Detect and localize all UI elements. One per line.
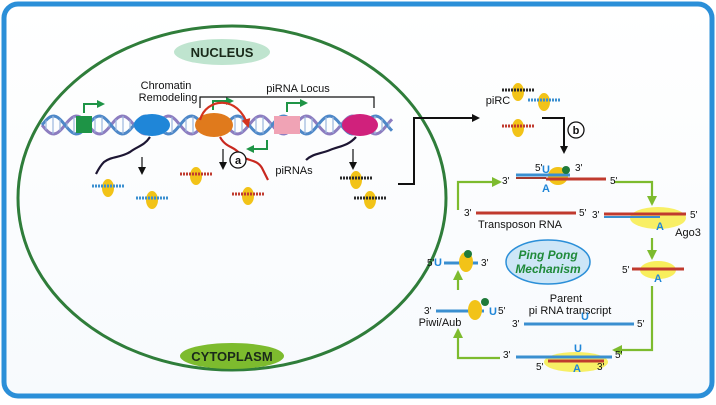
parent-label-1: Parent xyxy=(550,293,582,305)
step-b-badge: b xyxy=(567,121,585,139)
piwi-u: U xyxy=(489,306,497,318)
chromatin-protein-magenta xyxy=(342,114,378,136)
pirna-complex-blue-1 xyxy=(92,179,124,197)
chromatin-protein-blue xyxy=(134,114,170,136)
transcript-dark-2 xyxy=(305,136,357,161)
promoter-arrow-1 xyxy=(83,100,105,113)
chromatin-label-1: Chromatin xyxy=(141,80,192,92)
loaded-5prime: 5' xyxy=(427,258,435,269)
piwi-5prime: 5' xyxy=(498,306,506,317)
ago3-complex: 3' 5' A Ago3 xyxy=(592,207,701,239)
step-b-arrow xyxy=(542,117,568,154)
top-duplex-3prime-top: 3' xyxy=(575,163,583,174)
ping-pong-line1: Ping Pong xyxy=(518,248,578,262)
top-duplex-u: U xyxy=(542,164,550,176)
top-duplex-5prime-right: 5' xyxy=(610,176,618,187)
pirna-locus-label: piRNA Locus xyxy=(266,83,330,95)
pirc-label: piRC xyxy=(486,95,511,107)
bottom-u: U xyxy=(574,343,582,355)
top-duplex-3prime-left: 3' xyxy=(502,176,510,187)
parent-u: U xyxy=(581,311,589,323)
nucleus-boundary xyxy=(16,24,448,372)
transposon-5prime: 5' xyxy=(579,208,587,219)
bottom-5prime-right: 5' xyxy=(615,350,623,361)
step-a-badge: a xyxy=(229,151,247,169)
pirna-complex-red-1 xyxy=(180,167,212,185)
nucleus-label: NUCLEUS xyxy=(191,45,254,60)
ago3-5prime: 5' xyxy=(690,210,698,221)
ago3-3prime: 3' xyxy=(592,210,600,221)
ago3-pirna-a: A xyxy=(654,273,662,285)
export-arrow xyxy=(398,114,480,185)
bottom-3prime-left: 3' xyxy=(503,350,511,361)
cytoplasm-label: CYTOPLASM xyxy=(191,349,272,364)
cytoplasm-badge: CYTOPLASM xyxy=(180,343,284,369)
ping-pong-line2: Mechanism xyxy=(515,262,581,276)
nuclear-pirna-complexes xyxy=(92,167,386,209)
outer-frame xyxy=(1,1,715,399)
bottom-duplex: 3' U 5' 5' A 3' xyxy=(503,343,623,375)
chromatin-label-2: Remodeling xyxy=(139,92,198,104)
top-duplex-5prime: 5' xyxy=(535,163,543,174)
pirc-complex-2 xyxy=(528,93,560,111)
cycle-arrow-top xyxy=(456,177,502,210)
gene-box-pink xyxy=(274,116,300,134)
top-duplex-a: A xyxy=(542,183,550,195)
chromatin-protein-orange xyxy=(195,113,233,137)
loaded-u: U xyxy=(434,257,442,269)
pirna-complex-dark-1 xyxy=(340,171,372,189)
promoter-arrow-2 xyxy=(212,97,234,110)
pirnas-label: piRNAs xyxy=(275,165,313,177)
loaded-pirna: 5' U 3' xyxy=(427,250,489,272)
parent-3prime: 3' xyxy=(512,319,520,330)
cycle-arrow-bottom xyxy=(453,328,500,360)
ping-pong-bubble: Ping Pong Mechanism xyxy=(505,239,591,285)
pirna-locus-bracket xyxy=(199,96,375,108)
transposon-3prime: 3' xyxy=(464,208,472,219)
transcript-dark-1 xyxy=(95,136,151,175)
loaded-3prime: 3' xyxy=(481,258,489,269)
ago3-a: A xyxy=(656,221,664,233)
pirna-complex-blue-2 xyxy=(136,191,168,209)
top-duplex: 5' U 3' 3' A 5' xyxy=(502,163,618,195)
bottom-a: A xyxy=(573,363,581,375)
parent-label-2: pi RNA transcript xyxy=(529,305,612,317)
pirc-complex-3 xyxy=(502,119,534,137)
transposon-rna: 3' 5' Transposon RNA xyxy=(464,208,587,231)
bottom-5prime-left: 5' xyxy=(536,362,544,373)
pirc-complex-1 xyxy=(502,83,534,101)
pirna-complex-red-2 xyxy=(232,187,264,205)
parent-5prime: 5' xyxy=(637,319,645,330)
promoter-arrow-3 xyxy=(286,99,308,112)
step-b-label: b xyxy=(573,125,580,137)
ago3-pirna: 5' A xyxy=(622,261,684,285)
promoter-arrow-reverse xyxy=(246,140,268,153)
remodeling-arrow xyxy=(198,101,251,128)
cycle-arrow-right-low xyxy=(612,286,654,355)
gene-box-green xyxy=(76,116,92,133)
cycle-arrow-top-right xyxy=(614,180,657,206)
pirna-complex-dark-2 xyxy=(354,191,386,209)
piwi-aub-complex: 3' U 5' Piwi/Aub xyxy=(419,298,506,329)
transcript-red xyxy=(219,136,269,181)
parent-pirna-transcript: Parent pi RNA transcript 3' U 5' xyxy=(512,293,645,330)
bottom-3prime-right: 3' xyxy=(597,362,605,373)
step-a-label: a xyxy=(235,155,242,167)
ago3-label: Ago3 xyxy=(675,227,701,239)
ago3-pirna-5prime: 5' xyxy=(622,265,630,276)
piwi-aub-label: Piwi/Aub xyxy=(419,317,462,329)
piwi-3prime: 3' xyxy=(424,306,432,317)
transposon-rna-label: Transposon RNA xyxy=(478,219,563,231)
cytoplasm-pirc-complexes xyxy=(502,83,560,137)
nucleus-badge: NUCLEUS xyxy=(174,39,270,65)
